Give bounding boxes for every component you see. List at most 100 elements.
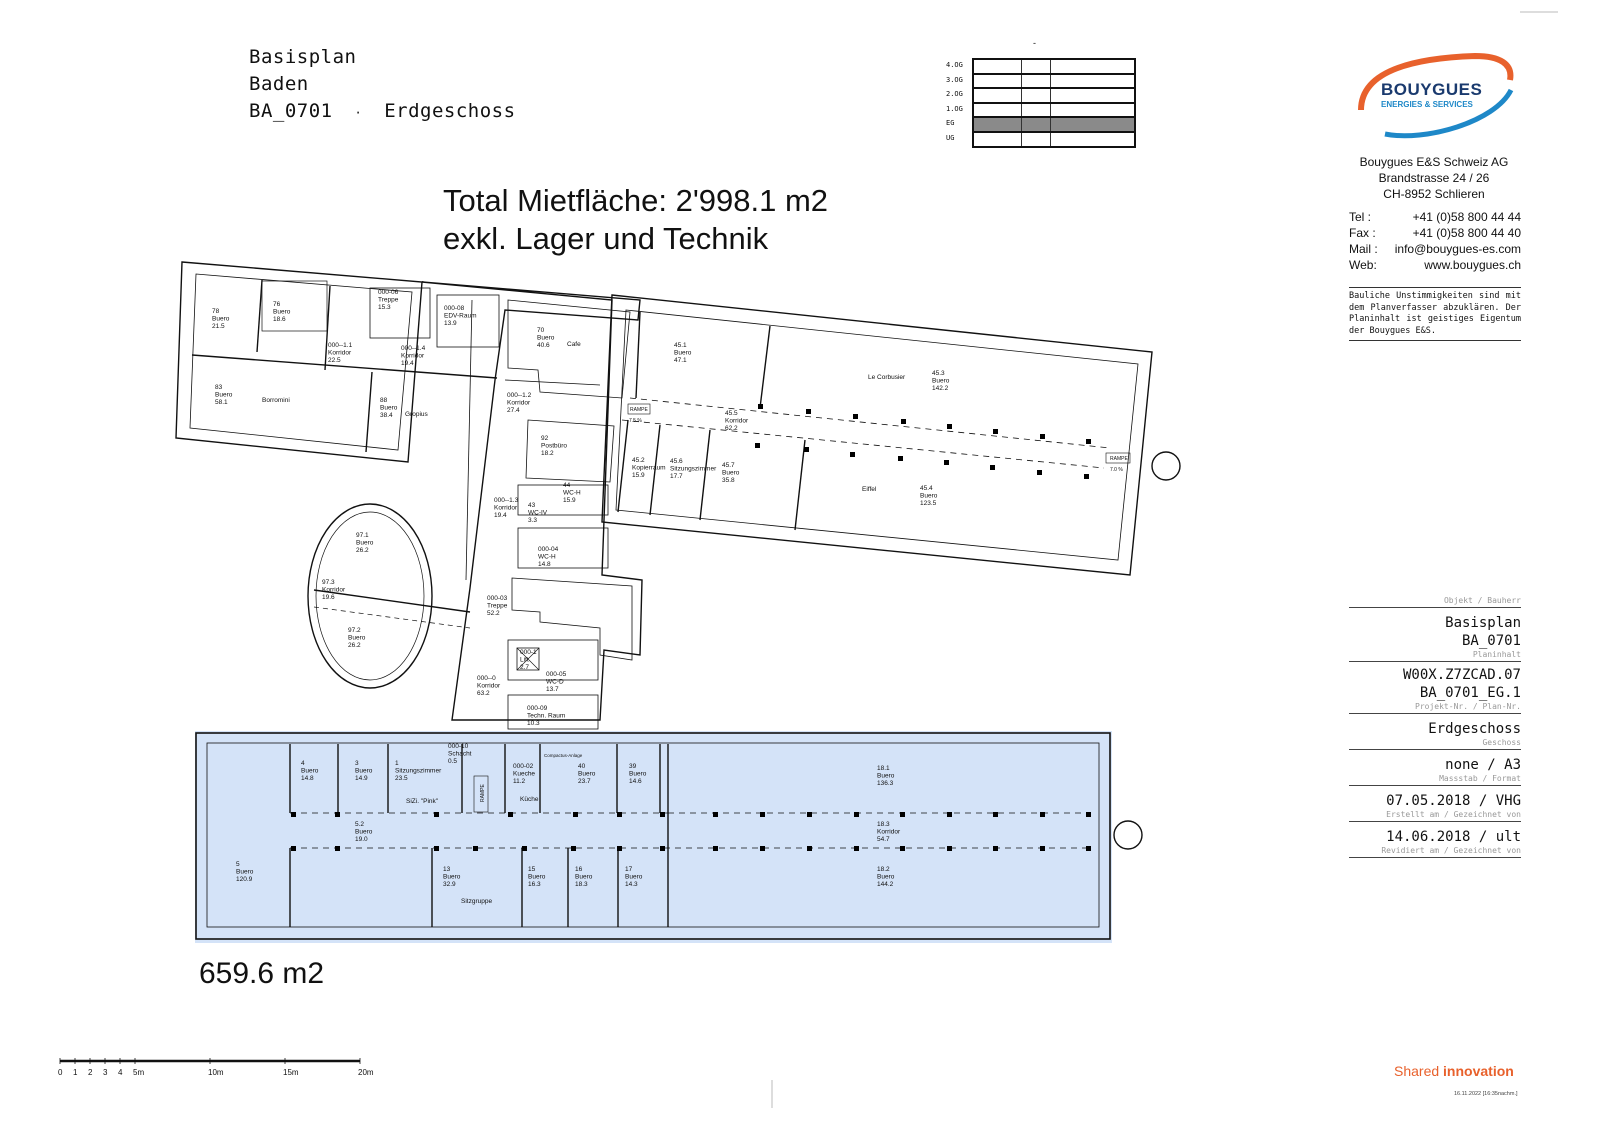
room-area: 15.9 <box>632 472 645 479</box>
floor-name: Erdgeschoss <box>384 100 516 122</box>
room-area: 17.7 <box>670 473 683 480</box>
room-number: 88 <box>380 397 388 404</box>
room-number: 3 <box>355 760 359 767</box>
room-type: Korridor <box>477 683 501 690</box>
scale-label: 2 <box>88 1068 93 1077</box>
caption-object: Objekt / Bauherr <box>1349 596 1521 608</box>
room-type: Buero <box>920 493 938 500</box>
room-number: 4 <box>301 760 305 767</box>
room-number: 45.2 <box>632 457 645 464</box>
contact-label: Fax : <box>1349 226 1376 240</box>
logo-word: BOUYGUES <box>1381 80 1483 99</box>
contact-row: Web:www.bouygues.ch <box>1349 257 1521 273</box>
room-number: 97.3 <box>322 579 335 586</box>
room-area: 15.3 <box>378 304 391 311</box>
company-city: CH-8952 Schlieren <box>1383 187 1485 201</box>
room-name-borromini: Borromini <box>262 397 290 404</box>
floor-label: 4.OG <box>946 61 963 69</box>
room-type: Buero <box>301 768 319 775</box>
room-type: Buero <box>932 378 950 385</box>
room-type: Korridor <box>322 587 346 594</box>
room-name-sitzgruppe: Sitzgruppe <box>461 898 492 905</box>
company-street: Brandstrasse 24 / 26 <box>1378 171 1490 185</box>
room-area: 13.7 <box>546 686 559 693</box>
ramp-label-2: RAMPE <box>1110 456 1128 462</box>
caption-created: Erstellt am / Gezeichnet von <box>1349 810 1521 822</box>
room-area: 14.6 <box>629 778 642 785</box>
floor-index-dash: - <box>1033 38 1036 48</box>
room-type: Korridor <box>401 353 425 360</box>
floor-row <box>974 60 1134 75</box>
room-type: Postbüro <box>541 443 567 450</box>
floor-row-active <box>974 118 1134 133</box>
plan-code: BA_0701 <box>249 100 333 122</box>
room-type: EDV-Raum <box>444 313 477 320</box>
room-number: 45.7 <box>722 462 735 469</box>
room-area: 19.6 <box>322 594 335 601</box>
room-type: WC-H <box>563 490 581 497</box>
object-line-2: BA_0701 <box>1461 633 1521 649</box>
contact-value[interactable]: info@bouygues-es.com <box>1394 242 1521 256</box>
floor-label: 2.OG <box>946 90 963 99</box>
room-number: 000-04 <box>538 546 559 553</box>
title-block: Objekt / Bauherr Basisplan BA_0701 Plani… <box>1349 596 1521 862</box>
room-type: Sitzungszimmer <box>395 768 442 775</box>
floor-label: EG <box>946 119 955 128</box>
room-number: 70 <box>537 327 545 334</box>
room-area: 0.5 <box>448 758 457 765</box>
ramp-label-3: RAMPE <box>480 784 486 802</box>
room-type: Korridor <box>725 418 749 425</box>
contact-value[interactable]: www.bouygues.ch <box>1424 258 1521 272</box>
room-name-eiffel: Eiffel <box>862 486 877 493</box>
scale-label: 3 <box>103 1068 108 1077</box>
room-type: Sitzungszimmer <box>670 466 717 473</box>
room-type: Korridor <box>328 350 352 357</box>
room-number: 000--0 <box>477 675 496 682</box>
scale-label: 1 <box>73 1068 78 1077</box>
room-area: 35.8 <box>722 477 735 484</box>
room-number: 5.2 <box>355 821 364 828</box>
title-revised: 14.06.2018 / ult <box>1386 829 1521 845</box>
logo-subtitle: ENERGIES & SERVICES <box>1381 100 1473 109</box>
floor-index-grid <box>972 58 1136 148</box>
room-area: 11.2 <box>513 778 526 785</box>
room-number: 44 <box>563 482 571 489</box>
room-number: 45.3 <box>932 370 945 377</box>
floor-label: 3.OG <box>946 75 963 84</box>
room-type: Lift <box>520 657 529 664</box>
structural-columns <box>291 404 1091 851</box>
floor-row <box>974 103 1134 119</box>
scale-label: 15m <box>283 1068 299 1077</box>
room-area: 22.5 <box>328 357 341 364</box>
room-name-kueche: Küche <box>520 796 539 803</box>
room-area: 21.5 <box>212 323 225 330</box>
room-number: 000--1.2 <box>507 392 532 399</box>
room-type: Buero <box>236 869 254 876</box>
room-type: WC-D <box>546 679 564 686</box>
ramp-percent-1: 7.5 % <box>629 418 642 424</box>
room-type: Buero <box>212 316 230 323</box>
room-area: 19.4 <box>494 512 507 519</box>
room-area: 62.2 <box>725 425 738 432</box>
company-name: Bouygues E&S Schweiz AG <box>1359 155 1509 169</box>
bouygues-logo: BOUYGUES ENERGIES & SERVICES <box>1355 50 1515 140</box>
total-area-line: Total Mietfläche: 2'998.1 m2 <box>443 183 829 218</box>
room-area: 144.2 <box>877 881 894 888</box>
